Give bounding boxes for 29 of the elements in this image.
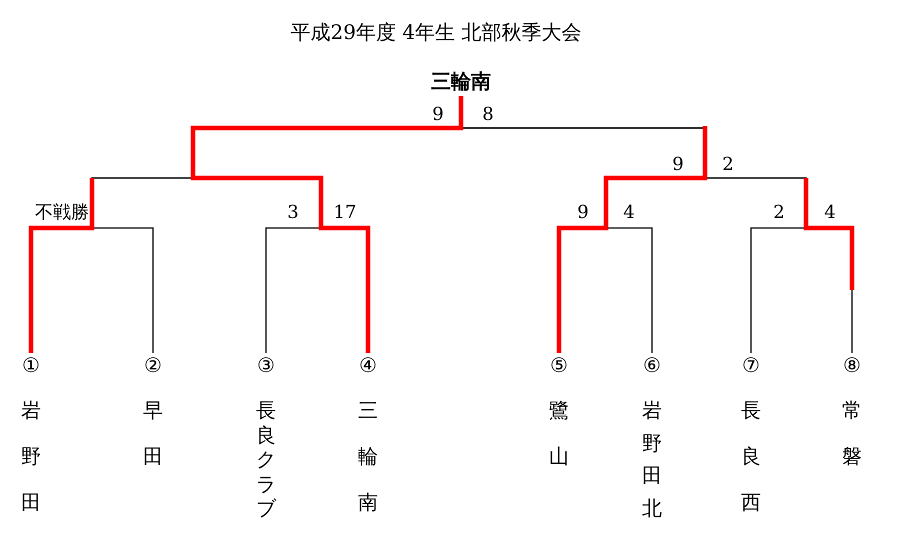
seed-number: ⑤ bbox=[550, 353, 568, 377]
score-label: 不戦勝 bbox=[35, 204, 89, 222]
score-label: 9 bbox=[577, 204, 589, 222]
score-label: 8 bbox=[482, 106, 494, 124]
score-label: 4 bbox=[623, 204, 635, 222]
team-name: 鷺山 bbox=[548, 400, 570, 466]
title: 平成29年度 4年生 北部秋季大会 bbox=[290, 22, 582, 42]
score-label: 2 bbox=[722, 156, 734, 174]
score-label: 17 bbox=[334, 204, 356, 222]
seed-number: ③ bbox=[257, 353, 275, 377]
seed-number: ⑦ bbox=[742, 353, 760, 377]
team-name: 長良クラブ bbox=[255, 400, 277, 518]
score-label: 9 bbox=[672, 156, 684, 174]
score-label: 4 bbox=[824, 204, 836, 222]
seed-number: ⑥ bbox=[643, 353, 661, 377]
team-name: 岩野田 bbox=[20, 400, 42, 512]
winner-name: 三輪南 bbox=[431, 66, 491, 96]
team-name: 長良西 bbox=[740, 400, 762, 512]
team-name: 常磐 bbox=[841, 400, 863, 466]
seed-number: ⑧ bbox=[843, 353, 861, 377]
team-name: 岩野田北 bbox=[641, 400, 663, 518]
seed-number: ② bbox=[144, 353, 162, 377]
seed-number: ① bbox=[22, 353, 40, 377]
team-name: 三輪南 bbox=[357, 400, 379, 512]
seed-number: ④ bbox=[359, 353, 377, 377]
score-label: 9 bbox=[432, 106, 444, 124]
score-label: 2 bbox=[773, 204, 785, 222]
team-name: 早田 bbox=[142, 400, 164, 466]
score-label: 3 bbox=[287, 204, 299, 222]
